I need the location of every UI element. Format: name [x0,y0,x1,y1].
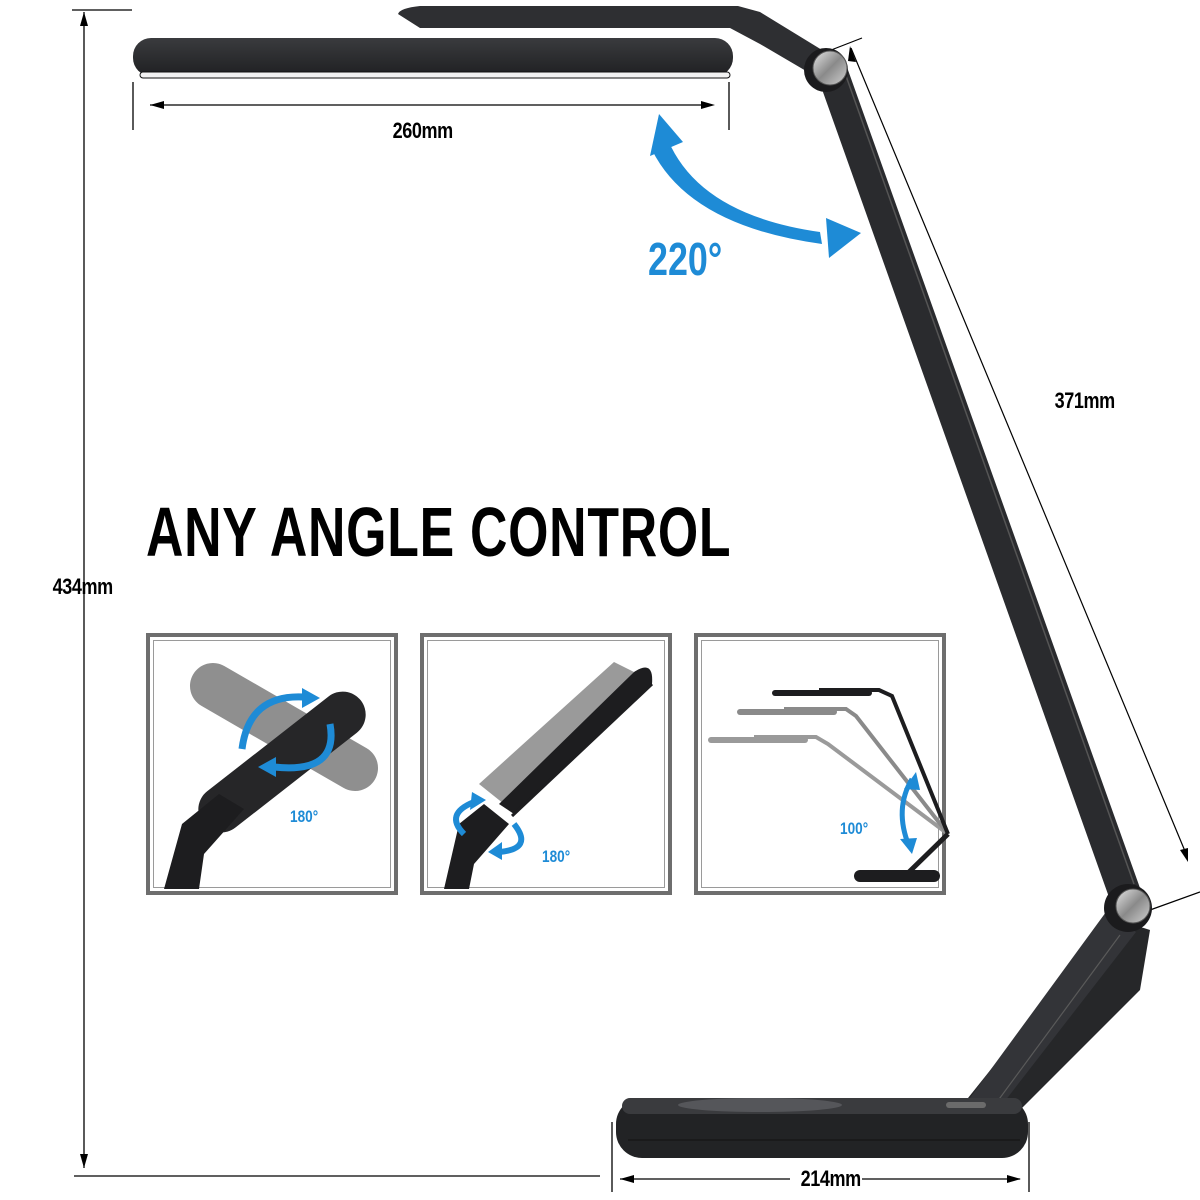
head-tilt-illustration [444,662,654,889]
lamp-lower-arm [944,912,1150,1128]
arm-lift-illustration [708,688,950,882]
arm-length-label: 371mm [1054,388,1116,413]
panel-3-angle-label: 100° [840,819,869,838]
rotation-220-label: 220° [648,233,723,285]
base-width-label: 214mm [800,1166,862,1191]
rotation-220-arrow-icon [650,114,861,258]
lamp-head [133,6,822,79]
lamp-base [616,1098,1028,1158]
head-width-dimension-line [132,82,730,130]
panel-1-angle-label: 180° [290,807,319,826]
bottom-hinge-knob [1104,884,1152,932]
panel-head-horizontal-rotate: 180° [146,633,398,895]
top-hinge-knob [804,48,848,92]
panel-2-angle-label: 180° [542,847,571,866]
head-rotate-illustration [164,663,379,889]
lamp-upper-arm [818,70,1140,900]
total-height-label: 434mm [52,574,114,599]
headline: ANY ANGLE CONTROL [146,493,732,571]
head-width-label: 260mm [392,118,454,143]
base-width-dimension-line [611,1122,1030,1192]
panel-arm-lift: 100° [694,633,950,895]
height-dimension-line [72,9,600,1177]
panel-head-tilt-rotate: 180° [420,633,672,895]
